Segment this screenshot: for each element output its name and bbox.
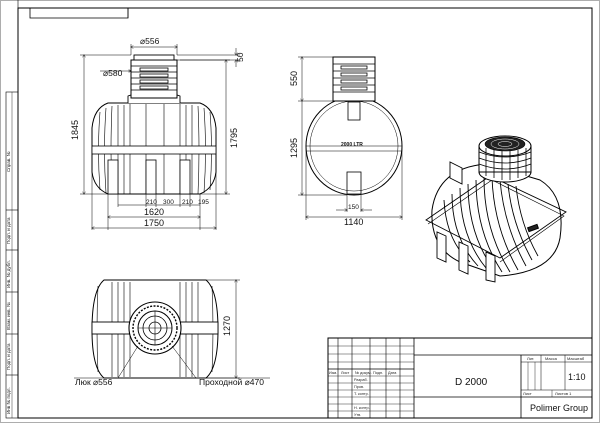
- scale-label: Масштаб: [567, 356, 585, 361]
- side-stamp-strip: Справ. № Подп. и дата Инв. № дубл. Взам.…: [5, 91, 19, 419]
- tb-header: № докум.: [355, 371, 372, 375]
- front-view-labels: ⌀556 ⌀580 50 1845 1795 210 300 210 195 1…: [70, 36, 245, 228]
- cap-diameter-label: ⌀556: [140, 36, 160, 46]
- front-view: [80, 44, 240, 230]
- total-length-label: 1750: [144, 218, 164, 228]
- capacity-label: 2000 LTR: [341, 142, 363, 148]
- tb-header: Подп.: [373, 371, 383, 375]
- neck-diameter-label: ⌀580: [103, 68, 123, 78]
- top-view: [74, 279, 270, 379]
- side-foot-width-label: 150: [348, 204, 359, 211]
- tb-role: Утв.: [354, 413, 361, 417]
- scale-value: 1:10: [568, 372, 586, 382]
- stamp-label: Инв № подл.: [6, 387, 11, 414]
- stamp-label: Подп. и дата: [6, 217, 11, 244]
- tb-role: Т. контр.: [354, 392, 369, 396]
- foot-width-label: 300: [163, 199, 174, 206]
- tb-header: Лист: [341, 371, 350, 375]
- designation: D 2000: [455, 377, 488, 388]
- tb-header: Изм.: [329, 371, 337, 375]
- total-height-label: 1845: [70, 120, 80, 140]
- title-block-text: Изм. Лист № докум. Подп. Дата Разраб. Пр…: [329, 356, 588, 417]
- stamp-label: Инв. № дубл.: [6, 260, 11, 288]
- tb-role: Разраб.: [354, 378, 368, 382]
- top-width-label: 1270: [222, 316, 232, 336]
- stamp-label: Взам. инв. №: [6, 302, 11, 330]
- neck-height-label: 550: [289, 71, 299, 86]
- sheets-label: Листов 1: [555, 391, 572, 396]
- inner-length-label: 1620: [144, 207, 164, 217]
- body-height-label: 1795: [229, 128, 239, 148]
- tb-header: Дата: [388, 371, 397, 375]
- title-block: [327, 337, 593, 419]
- cap-height-label: 50: [235, 52, 245, 62]
- tb-role: Н. контр.: [354, 406, 370, 410]
- foot-width-label: 195: [198, 199, 209, 206]
- side-view-labels: 550 1295 2000 LTR 150 1140: [289, 71, 363, 227]
- sheet-label: Лист: [523, 391, 532, 396]
- isometric-view: [425, 135, 567, 283]
- foot-width-label: 210: [146, 199, 157, 206]
- side-body-height-label: 1295: [289, 138, 299, 158]
- stamp-label: Справ. №: [6, 151, 11, 172]
- stamp-label: Подп. и дата: [6, 343, 11, 370]
- company-name: Polimer Group: [530, 403, 588, 413]
- tb-role: Пров.: [354, 385, 364, 389]
- top-view-labels: 1270 Люк ⌀556 Проходной ⌀470: [75, 316, 264, 387]
- lit-label: Лит.: [527, 356, 534, 361]
- hatch-label: Люк ⌀556: [75, 377, 113, 387]
- side-view: [298, 56, 403, 220]
- passage-label: Проходной ⌀470: [199, 377, 264, 387]
- side-total-width-label: 1140: [344, 217, 363, 227]
- foot-width-label: 210: [182, 199, 193, 206]
- mass-label: Масса: [545, 356, 558, 361]
